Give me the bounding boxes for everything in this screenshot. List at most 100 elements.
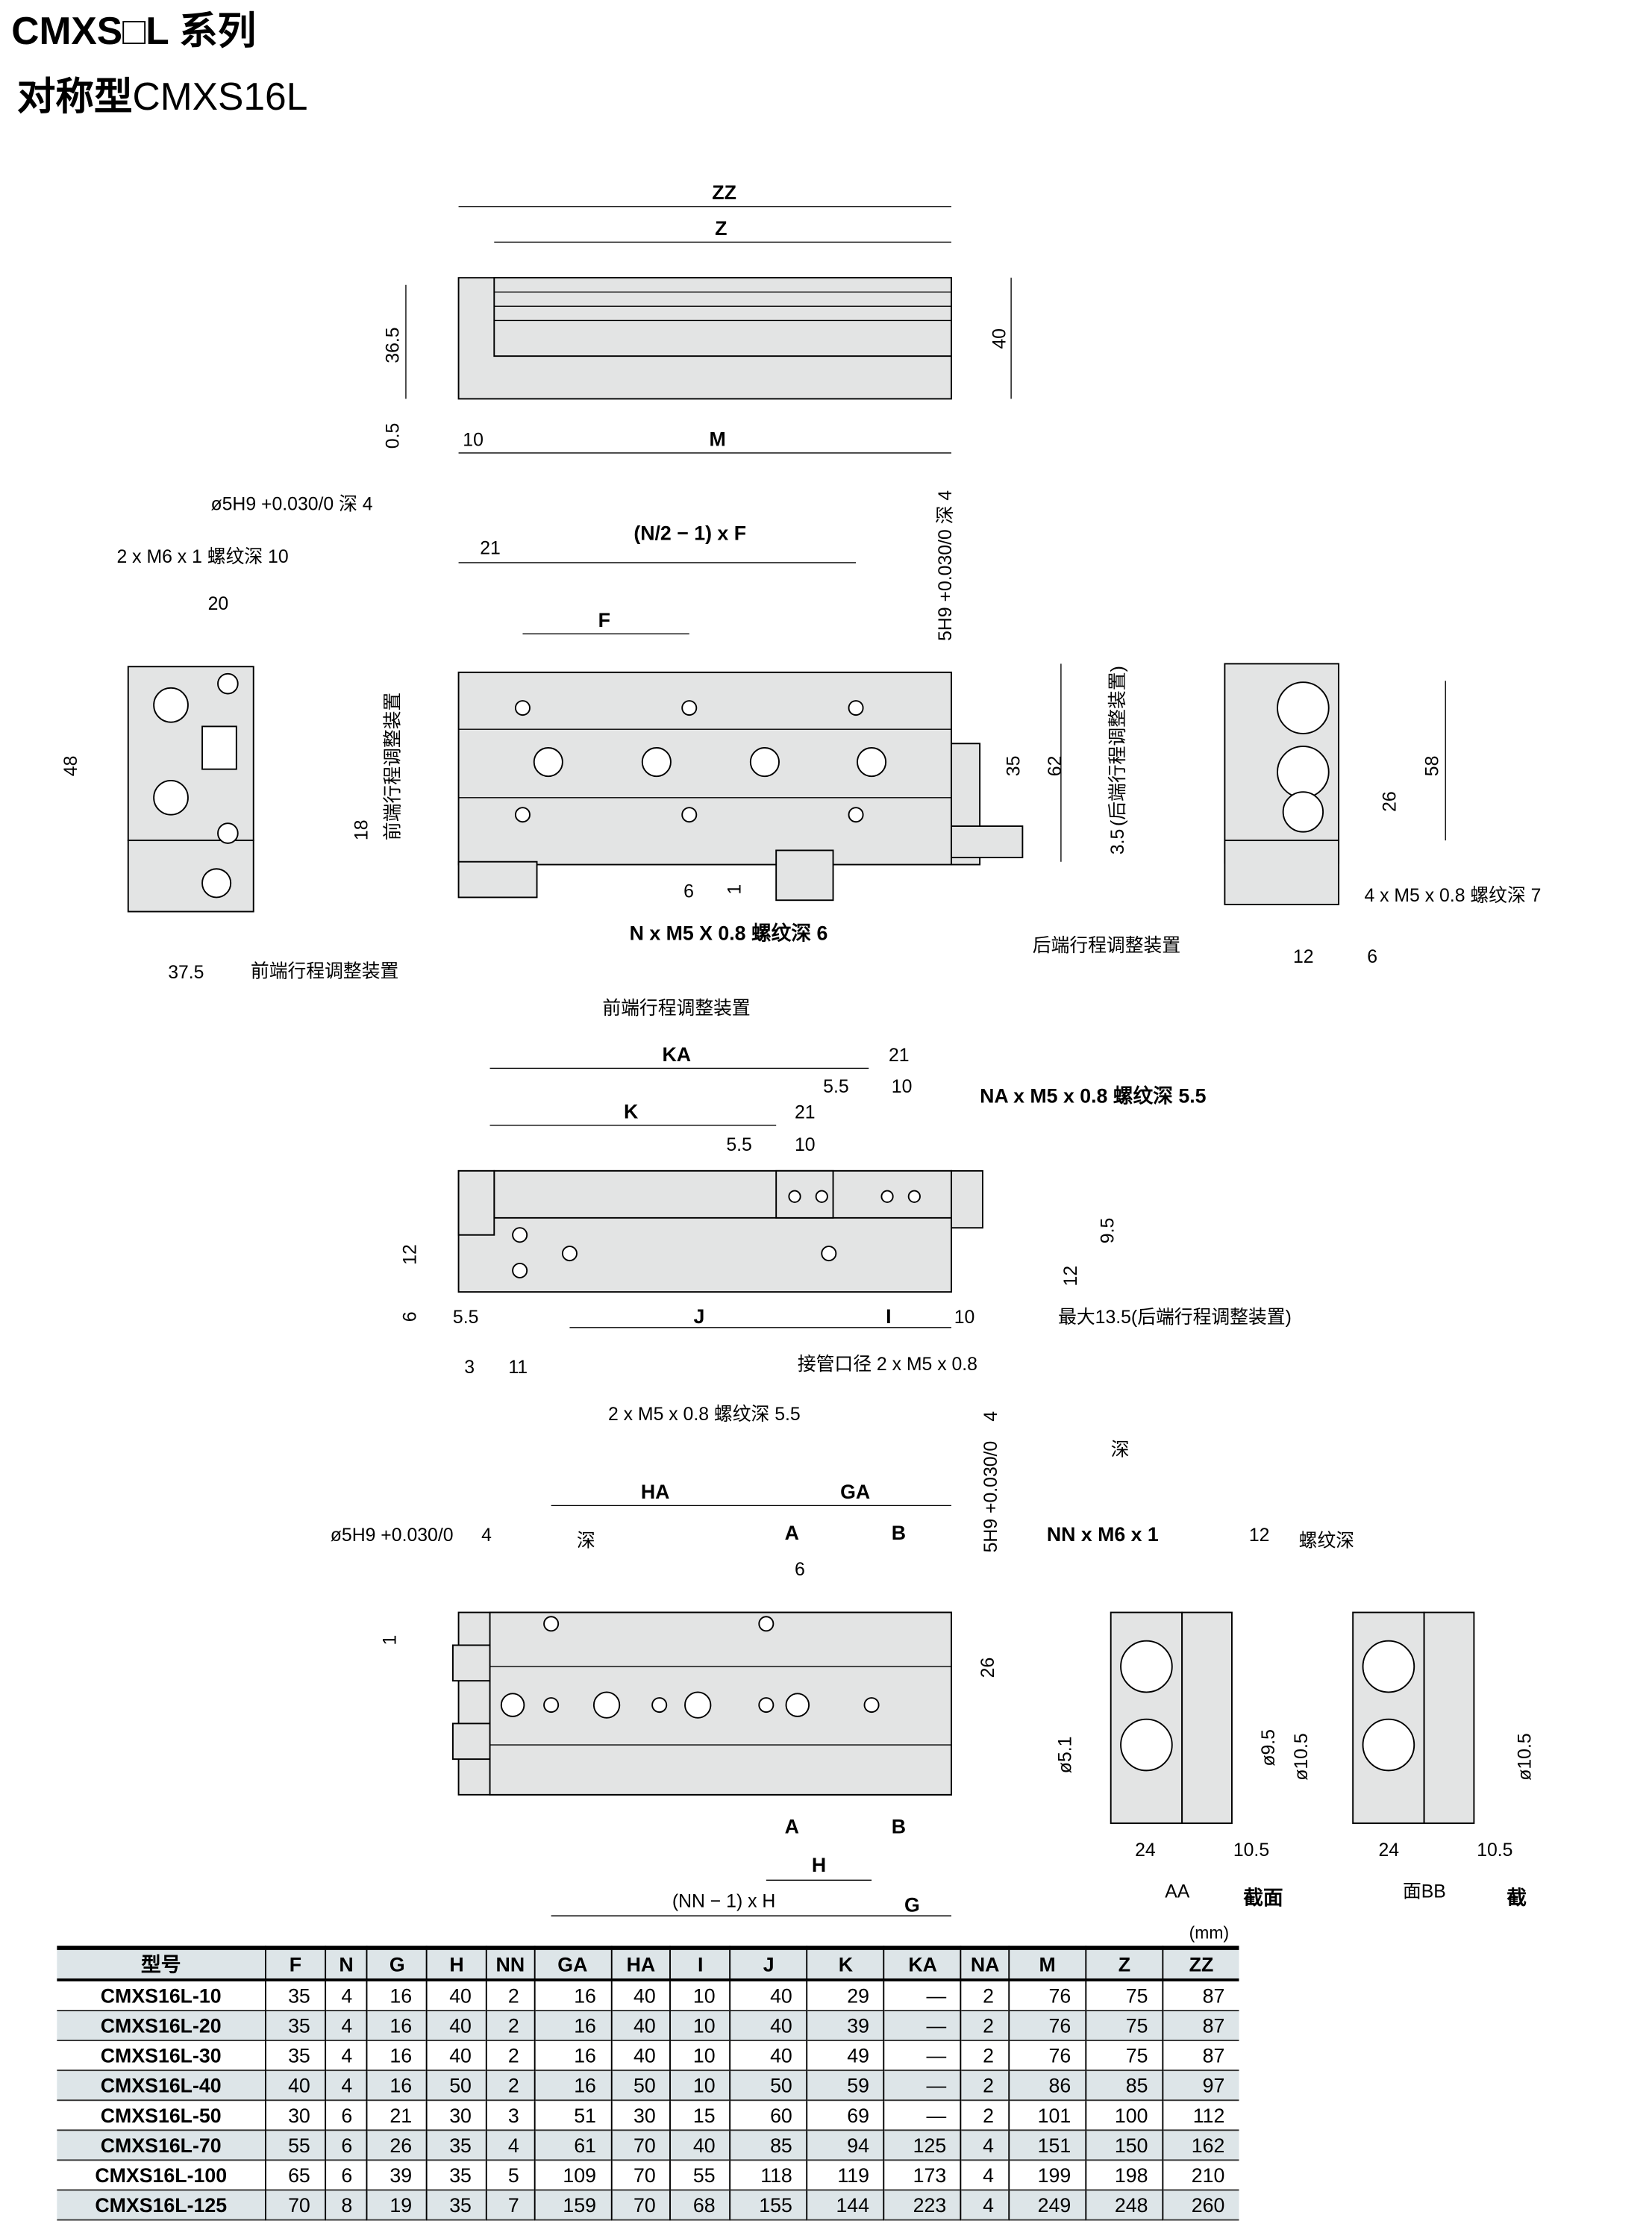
value-cell: 61	[533, 2130, 611, 2161]
value-cell: 4	[960, 2160, 1010, 2190]
value-cell: 97	[1162, 2070, 1239, 2101]
value-cell: 65	[265, 2160, 325, 2190]
value-cell: 210	[1162, 2160, 1239, 2190]
plan-view: ø5H9 +0.030/0 深 4 2 x M6 x 1 螺纹深 10 20 4…	[61, 490, 1541, 1019]
dim-ha: HA	[641, 1481, 670, 1503]
value-cell: —	[883, 1979, 962, 2011]
dim-36-5: 36.5	[383, 327, 403, 363]
value-cell: 16	[533, 2010, 611, 2041]
dim-5-5a: 5.5	[823, 1077, 848, 1097]
dim-58: 58	[1423, 756, 1443, 777]
dim-zz: ZZ	[712, 181, 736, 204]
dim-10a: 10	[892, 1077, 913, 1097]
column-header: G	[366, 1948, 428, 1980]
value-cell: 4	[324, 2040, 368, 2071]
value-cell: 76	[1008, 2040, 1086, 2071]
column-header: ZZ	[1162, 1948, 1239, 1980]
column-header: J	[729, 1948, 807, 1980]
column-header: F	[265, 1948, 325, 1980]
value-cell: 15	[669, 2100, 730, 2131]
dim-dia-10-5b: ø10.5	[1515, 1733, 1536, 1780]
value-cell: 40	[669, 2130, 730, 2161]
value-cell: 16	[533, 1979, 611, 2011]
value-cell: 35	[426, 2190, 486, 2220]
value-cell: 5	[485, 2160, 534, 2190]
value-cell: 87	[1162, 1979, 1239, 2011]
value-cell: 125	[883, 2130, 962, 2161]
type-model: CMXS16L	[132, 75, 308, 119]
value-cell: 50	[426, 2070, 486, 2101]
dim-18: 18	[351, 819, 372, 840]
rear-adjuster-label: 后端行程调整装置	[1033, 935, 1180, 956]
dim-k: K	[624, 1100, 639, 1122]
value-cell: 35	[265, 2010, 325, 2041]
value-cell: 112	[1162, 2100, 1239, 2131]
value-cell: 69	[806, 2100, 885, 2131]
value-cell: 40	[265, 2070, 325, 2101]
dim-37-5: 37.5	[168, 963, 204, 983]
section-a-bottom: A	[785, 1815, 799, 1837]
nn-thread-spec: NN x M6 x 1	[1047, 1523, 1159, 1546]
value-cell: 40	[610, 2010, 671, 2041]
value-cell: 86	[1008, 2070, 1086, 2101]
dim-ga: GA	[840, 1481, 870, 1503]
value-cell: 150	[1085, 2130, 1163, 2161]
side-view: KA K 21 5.5 10 21 5.5 10 NA x M5 x 0.8 螺…	[400, 1043, 1292, 1425]
dim-nf: (N/2 − 1) x F	[633, 522, 746, 544]
nn-thread-depth: 12	[1249, 1525, 1270, 1546]
value-cell: 16	[366, 2070, 428, 2101]
dim-z: Z	[715, 217, 727, 240]
value-cell: 2	[485, 1979, 534, 2011]
value-cell: 40	[729, 2040, 807, 2071]
value-cell: 39	[806, 2010, 885, 2041]
value-cell: 4	[960, 2130, 1010, 2161]
value-cell: 162	[1162, 2130, 1239, 2161]
value-cell: 4	[960, 2190, 1010, 2220]
pin-hole-spec: ø5H9 +0.030/0 深 4	[210, 493, 372, 514]
pin-hole-right: 5H9 +0.030/0 深 4	[935, 490, 956, 641]
column-header: I	[669, 1948, 730, 1980]
value-cell: 16	[366, 2040, 428, 2071]
value-cell: 94	[806, 2130, 885, 2161]
na-thread-spec: NA x M5 x 0.8 螺纹深 5.5	[980, 1084, 1207, 1107]
dim-10b: 10	[795, 1135, 816, 1155]
value-cell: 118	[729, 2160, 807, 2190]
dim-ka: KA	[662, 1043, 691, 1066]
value-cell: 2	[960, 2040, 1010, 2071]
value-cell: 16	[533, 2040, 611, 2071]
value-cell: 76	[1008, 2010, 1086, 2041]
dim-26: 26	[1380, 791, 1400, 812]
section-b-top: B	[892, 1522, 906, 1544]
max-stroke-adjust: 最大13.5(后端行程调整装置)	[1058, 1307, 1292, 1328]
model-cell: CMXS16L-30	[100, 2043, 222, 2067]
pin-hole-depth: 4	[481, 1525, 492, 1546]
value-cell: 6	[324, 2100, 368, 2131]
value-cell: 10	[669, 1979, 730, 2011]
value-cell: 101	[1008, 2100, 1086, 2131]
rear-adjuster-vertical: (后端行程调整装置)	[1107, 666, 1128, 826]
pin-hole-right: 5H9 +0.030/0	[981, 1441, 1001, 1553]
value-cell: 2	[960, 2100, 1010, 2131]
section-label-2: 截	[1506, 1887, 1527, 1909]
value-cell: 151	[1008, 2130, 1086, 2161]
column-header: HA	[610, 1948, 671, 1980]
value-cell: 51	[533, 2100, 611, 2131]
value-cell: 85	[729, 2130, 807, 2161]
value-cell: 40	[426, 2040, 486, 2071]
column-header: H	[426, 1948, 486, 1980]
value-cell: 6	[324, 2130, 368, 2161]
dim-5-5b: 5.5	[726, 1135, 751, 1155]
value-cell: 70	[610, 2190, 671, 2220]
section-a-top: A	[785, 1522, 799, 1544]
section-bb-label: 面BB	[1403, 1881, 1446, 1902]
value-cell: 4	[485, 2130, 534, 2161]
dim-35: 35	[1004, 756, 1024, 777]
dim-21a: 21	[889, 1046, 910, 1066]
value-cell: 4	[324, 1979, 368, 2011]
type-prefix: 对称型	[16, 75, 133, 119]
